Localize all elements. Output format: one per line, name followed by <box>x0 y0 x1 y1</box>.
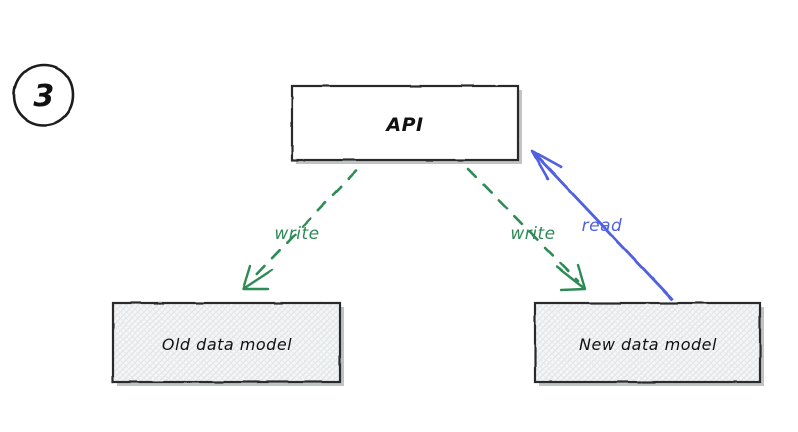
step-badge-label: 3 <box>33 79 54 114</box>
node-old-data-model[interactable]: Old data model <box>111 301 344 386</box>
node-new-data-model-box <box>533 301 762 384</box>
edge-write-new-label: write <box>510 224 555 244</box>
node-api[interactable]: API <box>290 84 522 164</box>
step-badge: 3 <box>12 63 75 127</box>
arrowhead-icon <box>530 149 563 181</box>
node-new-data-model-label: New data model <box>579 335 717 354</box>
node-old-data-model-label: Old data model <box>162 335 292 354</box>
edge-write-old-line <box>248 169 358 283</box>
edge-write-new: write <box>466 167 587 292</box>
node-api-box <box>290 84 520 162</box>
arrowhead-icon <box>241 264 274 291</box>
edge-write-old: write <box>241 169 358 291</box>
node-old-data-model-box <box>111 301 342 384</box>
arrowhead-icon <box>555 263 587 292</box>
node-api-label: API <box>384 114 423 136</box>
circle-icon <box>12 63 75 127</box>
edge-read-new: read <box>530 149 674 301</box>
edge-read-new-label: read <box>582 216 623 236</box>
edge-write-new-line <box>466 167 580 283</box>
edge-read-new-line <box>532 151 674 301</box>
node-new-data-model[interactable]: New data model <box>533 301 764 386</box>
edge-write-old-label: write <box>274 224 319 244</box>
